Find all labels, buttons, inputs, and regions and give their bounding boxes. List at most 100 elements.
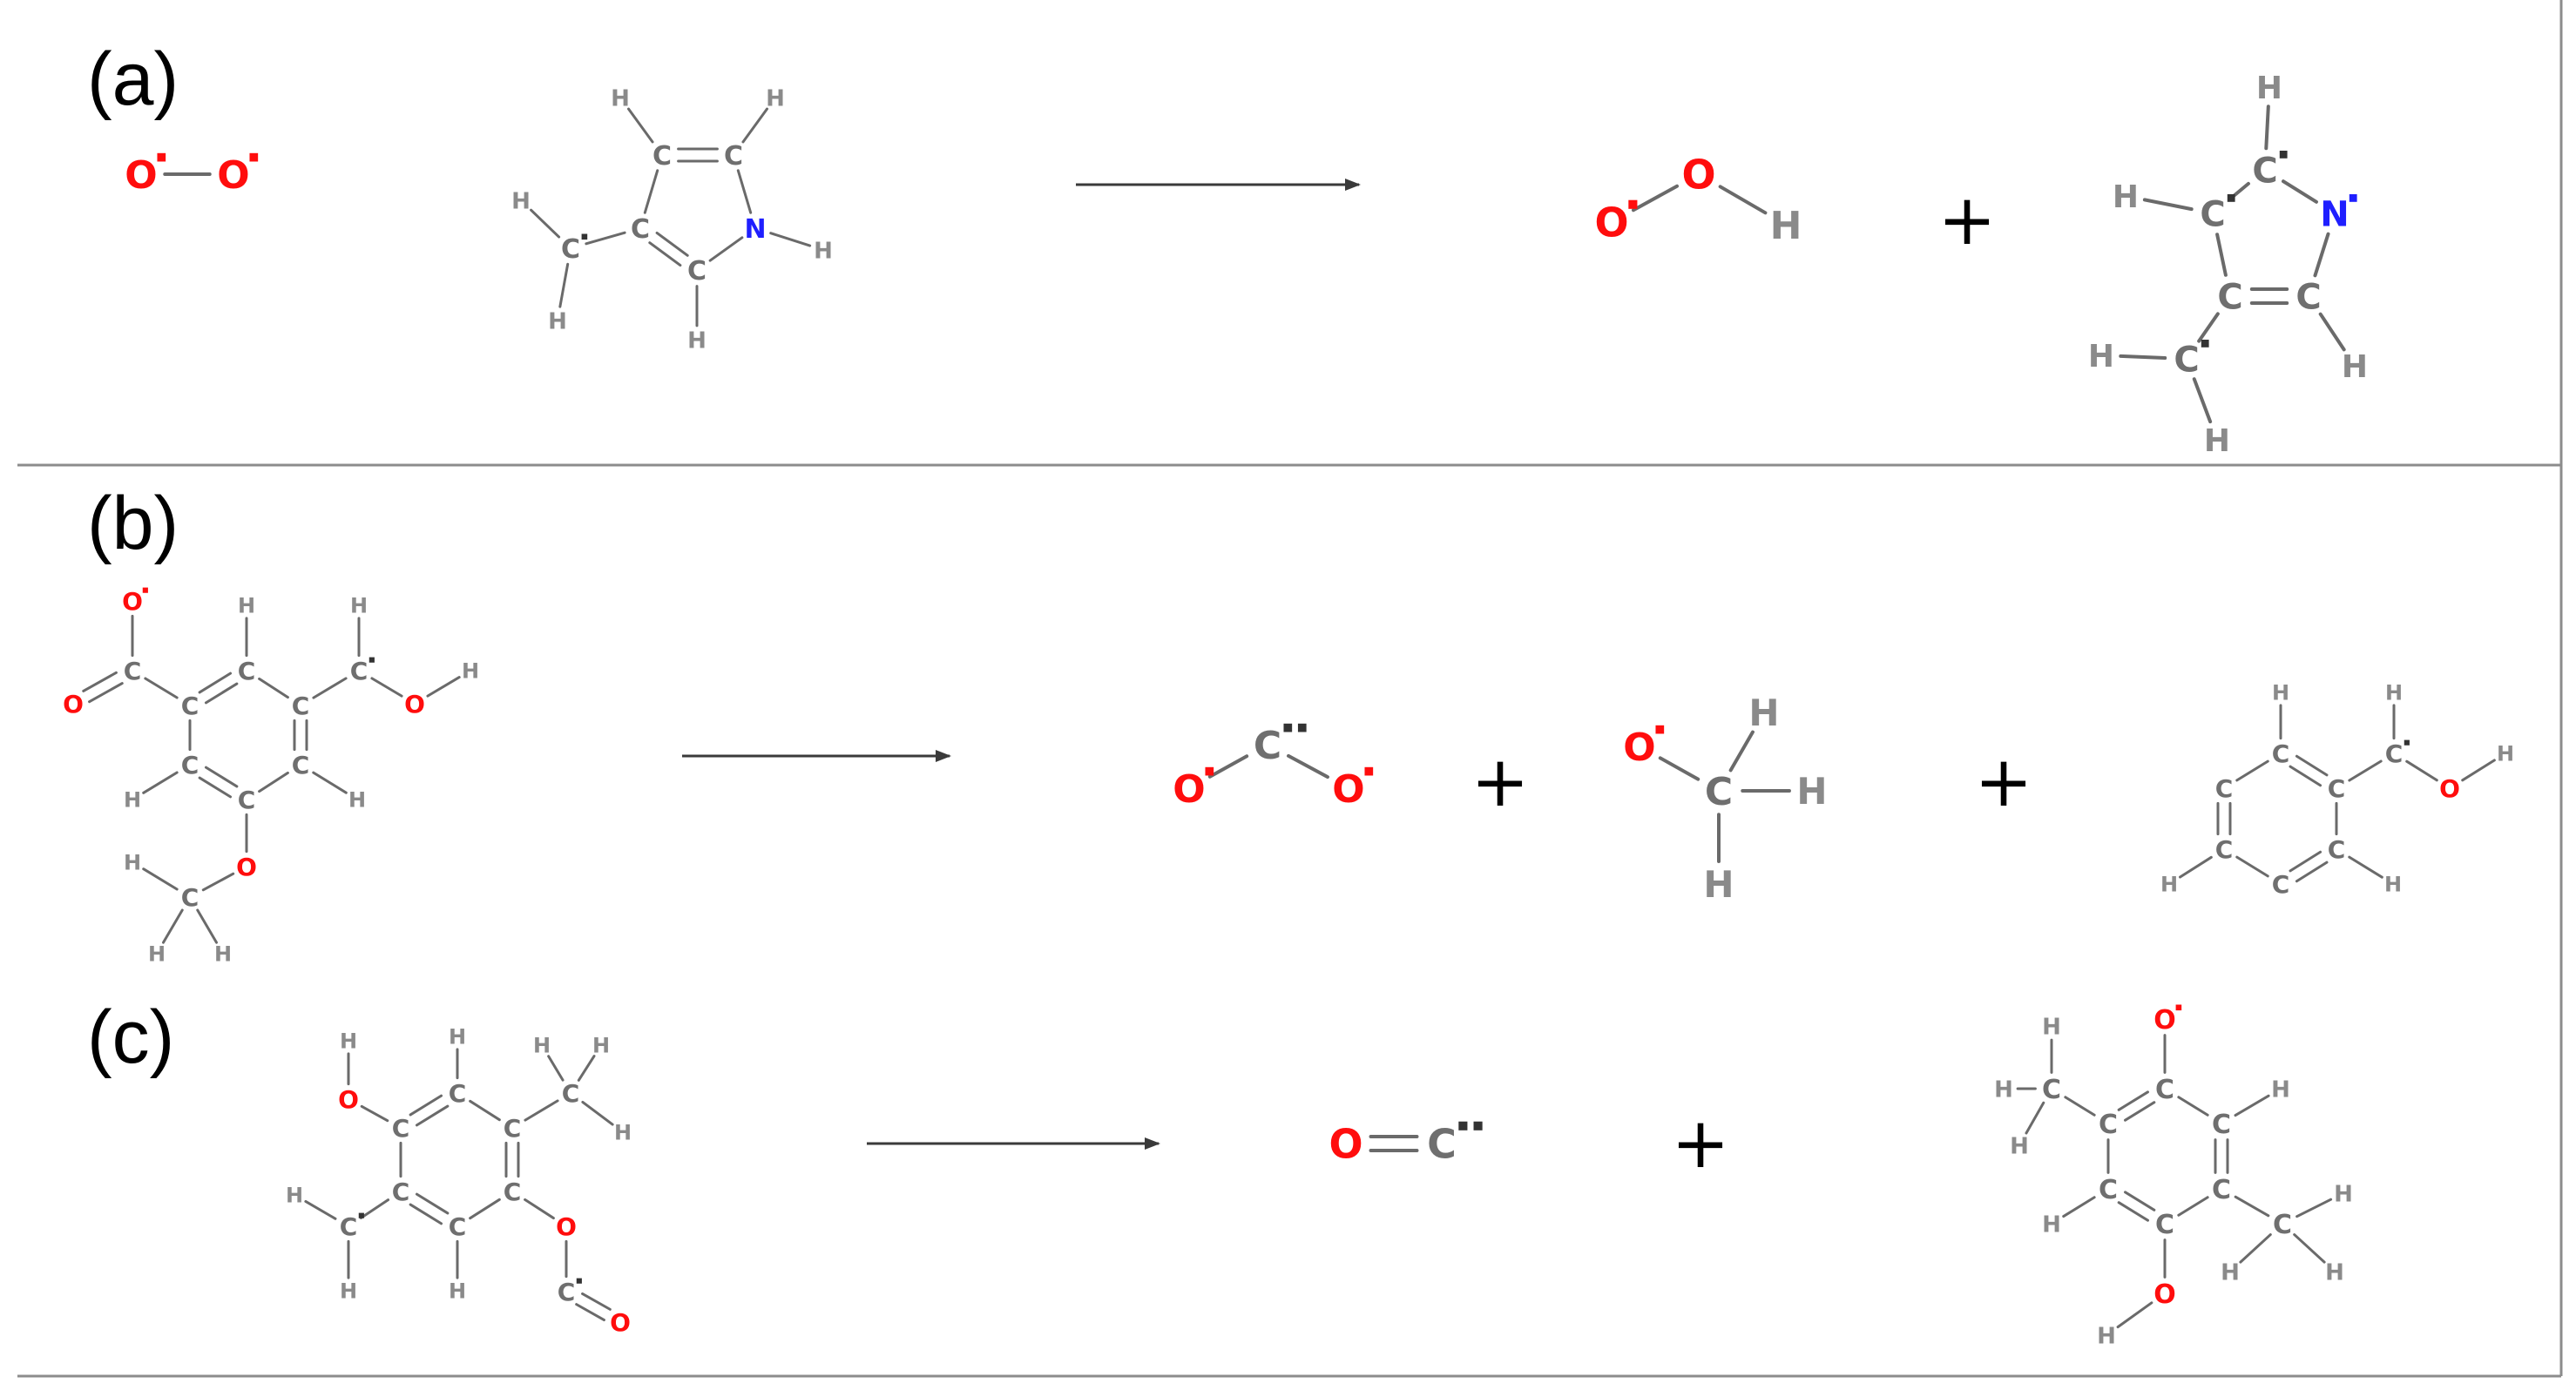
radical-dot bbox=[1655, 725, 1665, 734]
atom-o: O bbox=[63, 690, 84, 719]
atom-c: C bbox=[392, 1114, 410, 1143]
bond bbox=[312, 677, 348, 699]
atom-c: C bbox=[2385, 739, 2404, 768]
atom-c: C bbox=[1254, 724, 1281, 768]
atom-h: H bbox=[2160, 873, 2178, 897]
bond bbox=[312, 771, 348, 794]
bond bbox=[415, 1192, 450, 1215]
bond bbox=[201, 872, 235, 892]
atom-h: H bbox=[348, 788, 366, 813]
atom-c: C bbox=[238, 786, 256, 814]
bond bbox=[2234, 1094, 2270, 1117]
bond bbox=[426, 676, 461, 698]
radical-dot bbox=[2175, 1004, 2182, 1011]
atom-o: O bbox=[217, 153, 249, 198]
bond bbox=[2064, 1096, 2096, 1117]
atom-h: H bbox=[2204, 423, 2230, 459]
bond bbox=[2124, 1191, 2156, 1211]
bond bbox=[577, 1055, 596, 1082]
atom-c: C bbox=[2328, 835, 2346, 864]
bond bbox=[142, 771, 179, 794]
bond bbox=[2295, 754, 2329, 777]
atom-c: C bbox=[504, 1178, 522, 1206]
atom-h: H bbox=[2384, 873, 2402, 897]
atom-o: O bbox=[2439, 774, 2460, 803]
atom-h: H bbox=[2221, 1259, 2240, 1286]
bond bbox=[2117, 1201, 2149, 1222]
atom-c: C bbox=[292, 751, 310, 779]
atom-h: H bbox=[449, 1279, 466, 1304]
radical-dot bbox=[249, 152, 259, 162]
bond bbox=[769, 232, 812, 247]
bond bbox=[2235, 759, 2269, 782]
atom-c: C bbox=[504, 1114, 522, 1143]
bond bbox=[82, 671, 118, 692]
atom-c: C bbox=[687, 256, 707, 287]
bond bbox=[575, 1303, 605, 1322]
atom-o: O bbox=[2153, 1005, 2176, 1036]
atom-o: O bbox=[338, 1085, 359, 1114]
atom-h: H bbox=[2497, 742, 2514, 766]
atom-h: H bbox=[2256, 71, 2282, 106]
bond bbox=[2239, 1233, 2272, 1264]
atom-c: C bbox=[2272, 739, 2290, 768]
radical-dot bbox=[157, 152, 166, 162]
atom-o: O bbox=[1329, 1121, 1362, 1168]
bond bbox=[2282, 179, 2318, 204]
atom-c: C bbox=[2155, 1075, 2174, 1105]
bond bbox=[2234, 1195, 2270, 1218]
atom-c: C bbox=[558, 1278, 576, 1306]
bond bbox=[2289, 765, 2322, 787]
atom-h: H bbox=[340, 1029, 357, 1054]
radical-dot bbox=[2279, 151, 2288, 159]
radical-dot bbox=[358, 1212, 364, 1218]
atom-o: O bbox=[1173, 767, 1205, 812]
bond bbox=[409, 1094, 443, 1117]
atom-n: N bbox=[2320, 194, 2349, 234]
atom-o: O bbox=[610, 1308, 631, 1337]
atom-h: H bbox=[2272, 681, 2289, 705]
atom-c: C bbox=[631, 214, 650, 245]
atom-c: C bbox=[181, 692, 199, 720]
bond bbox=[741, 107, 769, 144]
bond bbox=[204, 766, 239, 788]
atom-c: C bbox=[1705, 770, 1733, 814]
atom-h: H bbox=[286, 1184, 303, 1208]
atom-h: H bbox=[614, 1121, 632, 1145]
bond bbox=[558, 262, 570, 308]
bond bbox=[1718, 185, 1768, 215]
panel-label-b: (b) bbox=[87, 482, 179, 565]
bond bbox=[142, 867, 179, 891]
bond bbox=[2293, 1233, 2326, 1264]
bond bbox=[415, 1104, 450, 1127]
bond bbox=[2295, 860, 2329, 883]
atom-h: H bbox=[1748, 692, 1779, 734]
bond bbox=[1631, 184, 1680, 213]
atom-o: O bbox=[1623, 725, 1655, 770]
bond bbox=[162, 908, 184, 944]
plus-sign: + bbox=[1471, 741, 1529, 822]
atom-c: C bbox=[2212, 1110, 2231, 1140]
atom-c: C bbox=[449, 1212, 467, 1241]
bond bbox=[2348, 759, 2383, 782]
bond bbox=[2215, 233, 2228, 277]
bond bbox=[581, 1292, 612, 1311]
bond bbox=[2116, 1301, 2153, 1329]
atom-h: H bbox=[148, 942, 166, 967]
bond bbox=[2289, 850, 2322, 873]
bond bbox=[88, 682, 124, 704]
radical-dot bbox=[2227, 194, 2235, 202]
atom-h: H bbox=[2271, 1076, 2290, 1103]
atom-c: C bbox=[181, 751, 199, 779]
atom-h: H bbox=[124, 788, 141, 813]
atom-c: C bbox=[2212, 1175, 2231, 1205]
atom-o: O bbox=[1332, 767, 1364, 812]
atom-o: O bbox=[556, 1212, 577, 1241]
atom-c: C bbox=[350, 657, 368, 685]
